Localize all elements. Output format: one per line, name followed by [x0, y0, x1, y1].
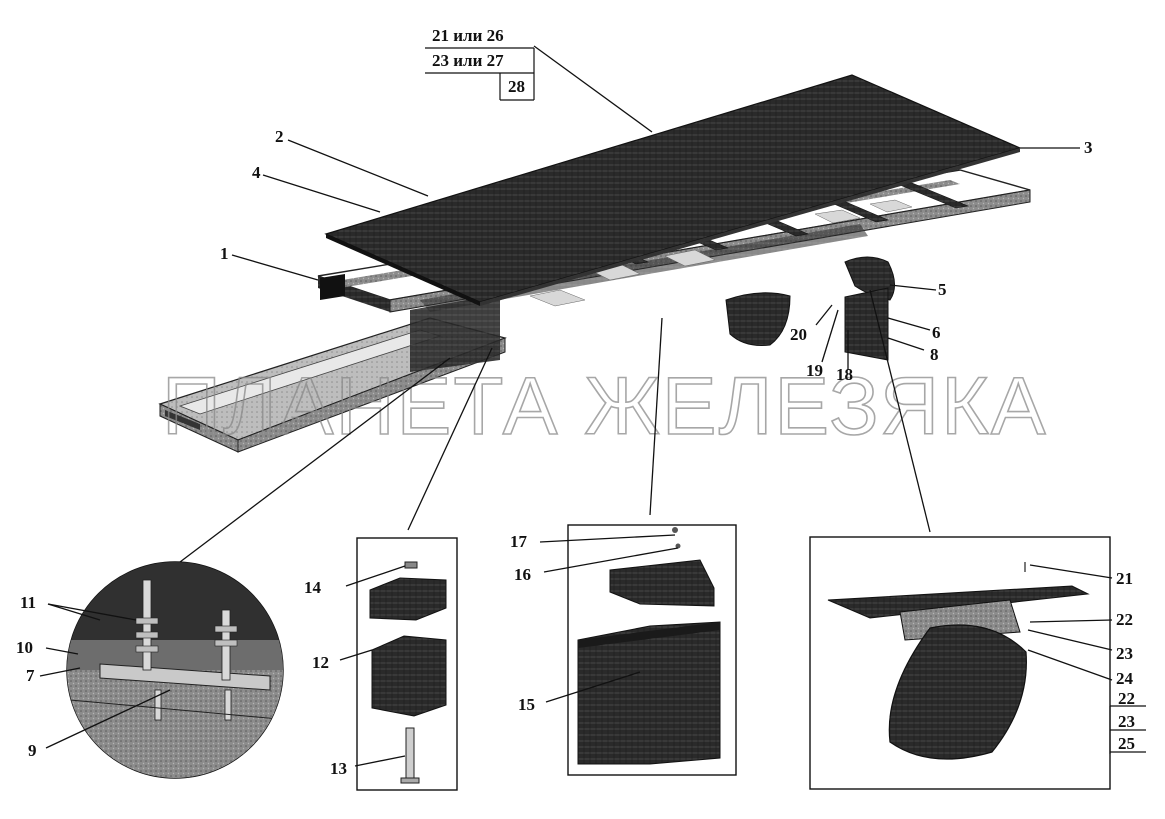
callout-19: 19 [806, 361, 823, 380]
callout-10: 10 [16, 638, 33, 657]
boxed-right-2: 23 [1118, 712, 1135, 731]
mudguard-inset [809, 536, 1113, 790]
right-boxed-callout: 22 23 25 [1109, 689, 1146, 754]
callout-17: 17 [510, 532, 528, 551]
callout-8: 8 [930, 345, 939, 364]
callout-4: 4 [252, 163, 261, 182]
watermark: ПЛАНЕТА ЖЕЛЕЗЯКА [162, 361, 1048, 452]
callout-18: 18 [836, 365, 853, 384]
callout-2: 2 [275, 127, 284, 146]
boxed-top-1: 21 или 26 [432, 26, 504, 45]
callout-12: 12 [312, 653, 329, 672]
bracket-inset [539, 524, 737, 776]
callout-22: 22 [1116, 610, 1133, 629]
boxed-top-2: 23 или 27 [432, 51, 504, 70]
callout-6: 6 [932, 323, 941, 342]
callout-15: 15 [518, 695, 535, 714]
fastener-detail-circle [39, 561, 284, 779]
leader-lines [179, 45, 1080, 563]
callout-9: 9 [28, 741, 37, 760]
top-boxed-callout: 21 или 26 23 или 27 28 [425, 26, 535, 101]
fender-right [844, 256, 895, 361]
callout-7: 7 [26, 666, 35, 685]
callout-23: 23 [1116, 644, 1133, 663]
callout-20: 20 [790, 325, 807, 344]
boxed-top-3: 28 [508, 77, 525, 96]
fender-left [725, 292, 791, 346]
callout-11: 11 [20, 593, 36, 612]
callout-14: 14 [304, 578, 322, 597]
deck-plate [324, 74, 1022, 306]
boxed-right-3: 25 [1118, 734, 1135, 753]
callout-21: 21 [1116, 569, 1133, 588]
callout-3: 3 [1084, 138, 1093, 157]
callout-5: 5 [938, 280, 947, 299]
callout-13: 13 [330, 759, 347, 778]
boxed-right-1: 22 [1118, 689, 1135, 708]
callout-24: 24 [1116, 669, 1134, 688]
callout-numbers: 1 2 3 4 5 6 8 20 19 18 11 10 7 9 14 12 1… [16, 127, 1134, 778]
callout-1: 1 [220, 244, 229, 263]
mount-block-inset [339, 537, 458, 791]
callout-16: 16 [514, 565, 531, 584]
